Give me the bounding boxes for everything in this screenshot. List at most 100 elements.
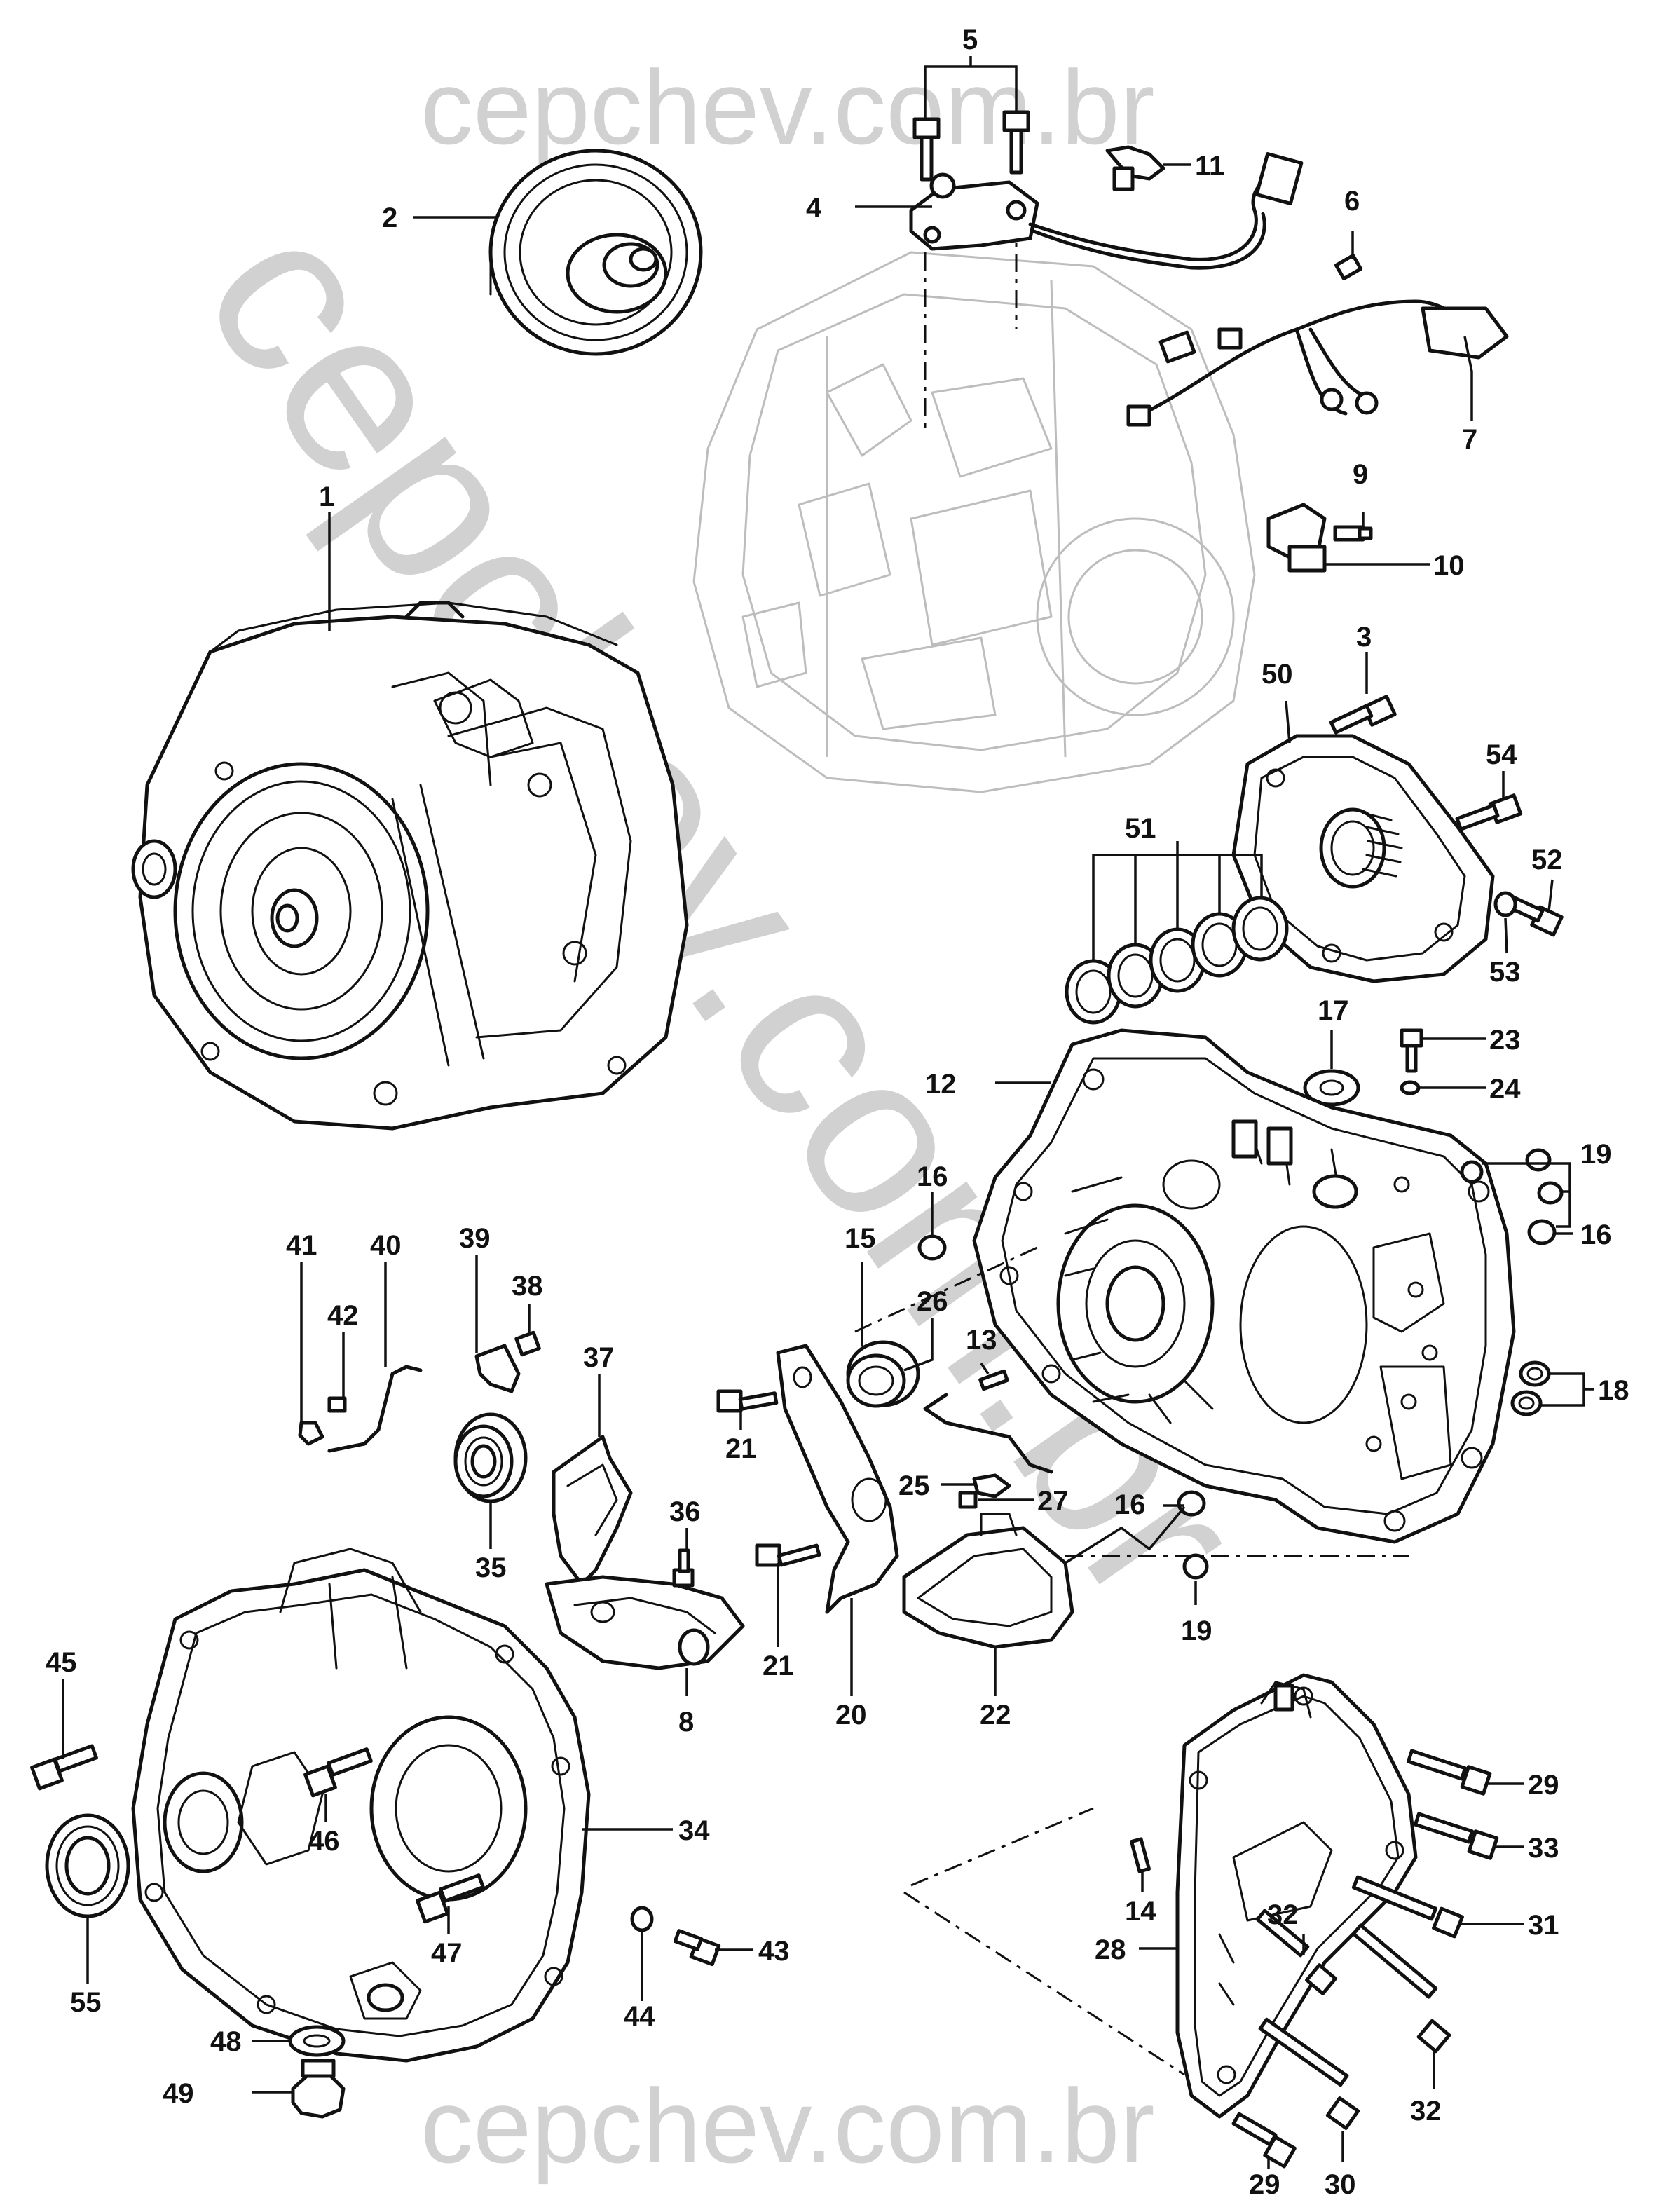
side-cover-bolt-29-bottom <box>1231 2112 1297 2169</box>
cover-bolt <box>1329 695 1397 735</box>
bolt-23 <box>1400 1028 1423 1073</box>
small-hardware-right <box>917 1148 1564 1580</box>
position-sensor <box>909 152 1304 270</box>
callout-12: 12 <box>925 1069 957 1100</box>
callout-14: 14 <box>1125 1896 1156 1927</box>
transmission-case <box>972 1028 1516 1544</box>
callout-40: 40 <box>370 1230 402 1261</box>
callout-55: 55 <box>70 1987 102 2018</box>
shield-plate-8 <box>545 1575 745 1670</box>
callout-2: 2 <box>382 203 397 233</box>
callout-16b: 16 <box>1580 1220 1612 1250</box>
oil-seal-55 <box>45 1813 130 1918</box>
harness-clip <box>1105 145 1165 191</box>
callout-6: 6 <box>1344 186 1360 217</box>
callout-16c: 16 <box>1114 1489 1146 1520</box>
housing-bolt-45 <box>30 1744 98 1791</box>
callout-19a: 19 <box>1580 1139 1612 1170</box>
pipe-clip <box>972 1473 1011 1498</box>
front-housing <box>131 1548 591 2063</box>
callout-20: 20 <box>835 1700 867 1730</box>
ghost-transmission-outline <box>692 251 1256 793</box>
baffle-bolt-upper <box>716 1389 779 1413</box>
callout-8: 8 <box>678 1707 694 1737</box>
callout-5: 5 <box>962 25 978 55</box>
callout-18: 18 <box>1598 1375 1629 1406</box>
callout-27: 27 <box>1037 1486 1069 1517</box>
shim-rings <box>1065 896 1289 1025</box>
side-cover <box>1175 1673 1418 2119</box>
baffle-bolt-lower <box>755 1543 821 1567</box>
callout-37: 37 <box>583 1342 615 1373</box>
callout-13: 13 <box>966 1325 997 1356</box>
callout-36: 36 <box>669 1496 701 1527</box>
shield-plate-37 <box>552 1435 633 1586</box>
watermark-top: cepchev.com.br <box>421 48 1155 166</box>
side-cover-bolt-32-right <box>1351 1923 1451 2054</box>
side-cover-bolt-30 <box>1258 2017 1360 2130</box>
leader-lines <box>62 56 1594 2169</box>
pipe-bolt <box>958 1491 978 1509</box>
cover-bolt-52 <box>1493 891 1564 937</box>
callout-51: 51 <box>1125 813 1156 844</box>
callout-44: 44 <box>624 2001 655 2032</box>
linkage-rod <box>327 1365 423 1453</box>
needle-bearing <box>846 1340 920 1408</box>
callout-31: 31 <box>1528 1910 1559 1941</box>
callout-47: 47 <box>431 1938 463 1969</box>
dowel-pin-13 <box>978 1369 1009 1391</box>
callout-4: 4 <box>806 193 822 224</box>
callout-50: 50 <box>1262 659 1293 690</box>
callout-41: 41 <box>286 1230 317 1261</box>
callout-45: 45 <box>46 1647 77 1678</box>
callout-38: 38 <box>512 1271 543 1302</box>
callout-25: 25 <box>898 1470 930 1501</box>
oil-filter <box>902 1513 1074 1649</box>
linkage-bolt <box>327 1396 347 1413</box>
wiring-harness <box>1126 299 1509 427</box>
shield-bolt-36 <box>672 1548 695 1588</box>
torque-converter <box>488 149 703 356</box>
callout-33: 33 <box>1528 1833 1559 1864</box>
callout-24: 24 <box>1489 1074 1521 1105</box>
callout-32b: 32 <box>1410 2096 1442 2126</box>
callout-17: 17 <box>1318 995 1349 1026</box>
callout-1: 1 <box>319 482 334 512</box>
callout-29a: 29 <box>1528 1770 1559 1801</box>
housing-bolt-47 <box>416 1873 485 1924</box>
watermark-bottom: cepchev.com.br <box>421 2067 1155 2185</box>
sensor-bolts <box>912 110 1030 182</box>
bolt-38 <box>514 1330 541 1357</box>
callout-39: 39 <box>459 1223 491 1254</box>
housing-bolt-46 <box>303 1747 373 1798</box>
callout-28: 28 <box>1095 1934 1126 1965</box>
bearing-17 <box>1303 1069 1360 1107</box>
bolt-43 <box>673 1929 721 1967</box>
callout-46: 46 <box>308 1826 340 1857</box>
harness-bolt <box>1334 253 1363 281</box>
callout-11: 11 <box>1195 151 1224 182</box>
alignment-line-side-cover-2 <box>910 1807 1094 1887</box>
bracket-39 <box>474 1344 521 1393</box>
baffle-plate <box>776 1344 899 1614</box>
callout-34: 34 <box>678 1815 710 1846</box>
drain-plug-49 <box>291 2059 346 2119</box>
o-ring-24 <box>1400 1080 1421 1095</box>
callout-52: 52 <box>1531 845 1563 875</box>
callout-16a: 16 <box>917 1161 948 1192</box>
callout-32a: 32 <box>1267 1899 1299 1930</box>
callout-43: 43 <box>758 1936 790 1967</box>
side-cover-bolt-31 <box>1351 1875 1464 1939</box>
oil-pipe <box>923 1393 1053 1474</box>
callout-labels: 1 2 3 4 5 6 7 8 9 10 11 12 13 14 15 16 1… <box>46 25 1629 2200</box>
callout-22: 22 <box>980 1700 1011 1730</box>
callout-29b: 29 <box>1249 2169 1280 2200</box>
dowel-pin-14 <box>1130 1837 1151 1873</box>
callout-49: 49 <box>163 2078 194 2109</box>
callout-19b: 19 <box>1181 1616 1212 1646</box>
callout-35: 35 <box>475 1552 507 1583</box>
callout-54: 54 <box>1486 739 1517 770</box>
callout-30: 30 <box>1325 2169 1356 2200</box>
callout-15: 15 <box>845 1223 876 1254</box>
